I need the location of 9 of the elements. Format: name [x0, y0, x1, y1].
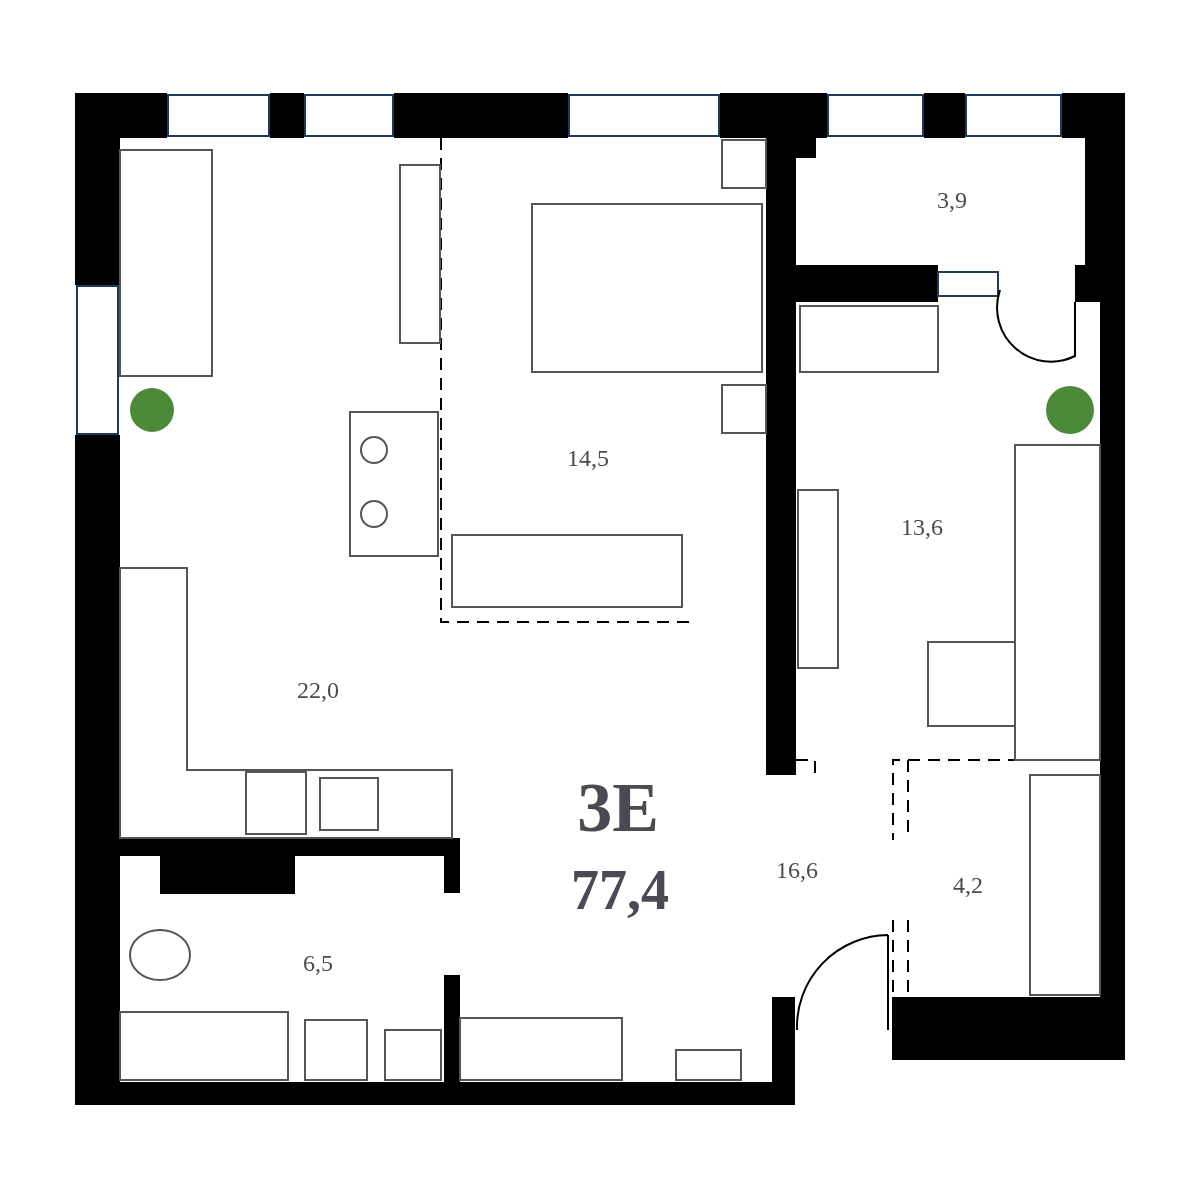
area-label: 13,6	[901, 515, 943, 539]
area-label: 6,5	[303, 951, 333, 975]
total-area-label: 77,4	[571, 862, 669, 918]
apartment-type-label: 3E	[577, 773, 659, 843]
area-label: 14,5	[567, 446, 609, 470]
area-label: 4,2	[953, 873, 983, 897]
area-label: 16,6	[776, 858, 818, 882]
area-label: 22,0	[297, 678, 339, 702]
area-label: 3,9	[937, 188, 967, 212]
